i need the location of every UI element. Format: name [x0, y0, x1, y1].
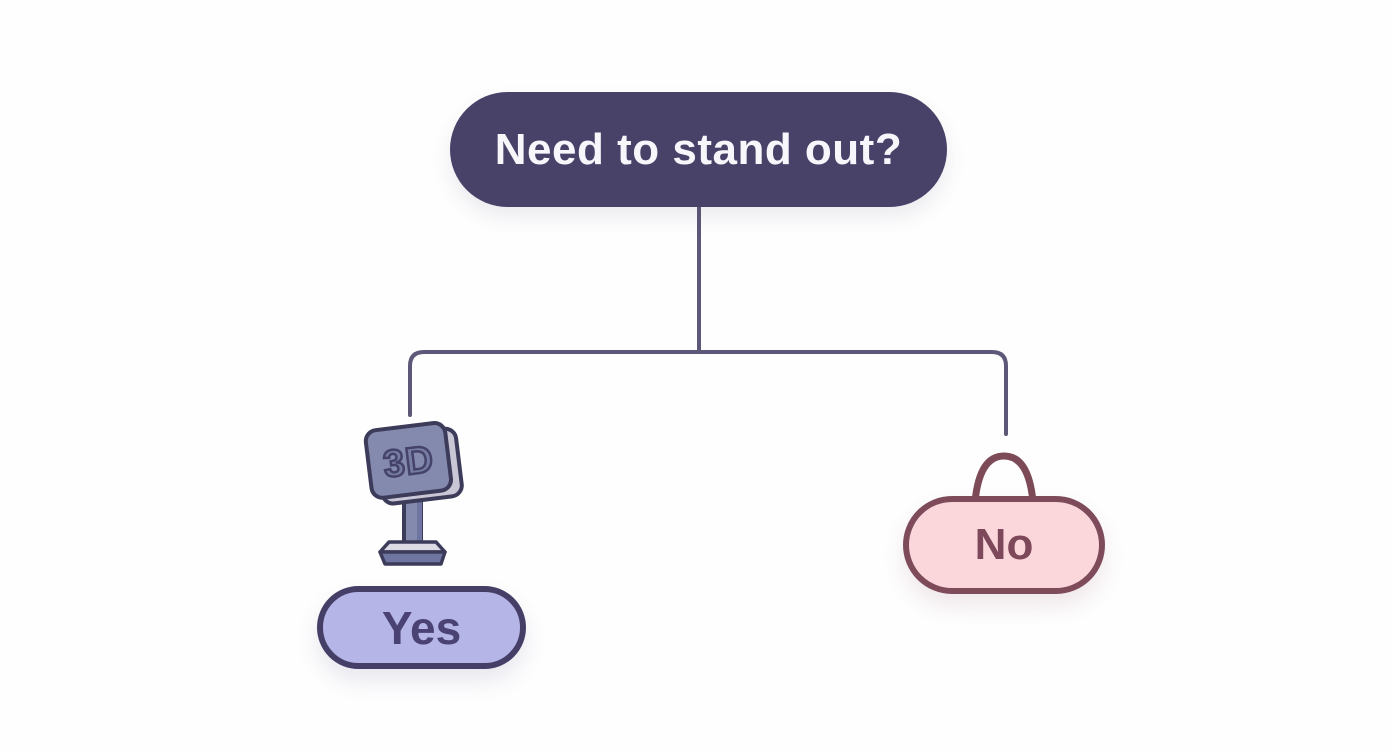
hang-tag-handle-icon	[971, 452, 1037, 506]
node-root-question: Need to stand out?	[450, 92, 947, 207]
sign-board-label: 3D	[381, 438, 436, 486]
3d-sign-icon: 3D	[363, 421, 464, 566]
sign-board: 3D	[363, 421, 464, 506]
yes-label: Yes	[381, 601, 462, 654]
node-answer-no: No	[903, 496, 1105, 594]
root-question-label: Need to stand out?	[494, 124, 903, 174]
sign-base	[378, 540, 447, 566]
no-label: No	[974, 520, 1034, 569]
node-answer-yes: Yes	[317, 586, 526, 669]
branch-rail-line	[408, 350, 1008, 436]
